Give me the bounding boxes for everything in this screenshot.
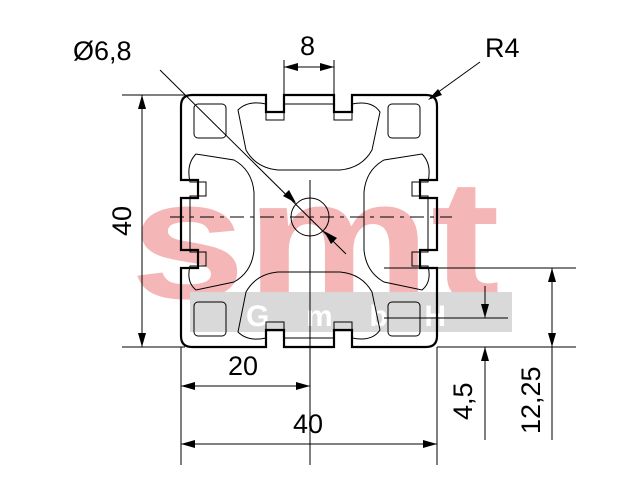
slot-width-label: 8 xyxy=(300,31,315,61)
slot-offset-arrow-bottom xyxy=(548,333,556,347)
watermark: smt G m b H xyxy=(130,145,512,335)
slot-depth-arrow-bottom xyxy=(481,347,489,361)
slot-width-arrow-left xyxy=(284,63,298,71)
bottom-slot-chamber xyxy=(237,271,381,340)
half-width-arrow-left xyxy=(181,382,195,390)
width-arrow-left xyxy=(181,440,195,448)
diameter-label: Ø6,8 xyxy=(73,36,132,66)
width-label: 40 xyxy=(293,409,323,439)
slot-offset-label: 12,25 xyxy=(516,366,546,434)
height-arrow-bottom xyxy=(138,333,146,347)
radius-arrow xyxy=(428,89,442,100)
half-width-arrow-right xyxy=(296,382,310,390)
slot-width-arrow-right xyxy=(320,63,334,71)
corner-cavity-top-left xyxy=(193,103,227,139)
top-slot-chamber xyxy=(237,102,381,171)
radius-label: R4 xyxy=(485,33,520,63)
width-arrow-right xyxy=(423,440,437,448)
corner-cavity-top-right xyxy=(387,103,421,139)
watermark-band xyxy=(190,292,512,332)
corner-cavity-bottom-right xyxy=(387,301,421,337)
profile-section xyxy=(170,93,452,465)
diameter-leader xyxy=(159,69,347,255)
slot-depth-arrow-top xyxy=(481,304,489,318)
height-label: 40 xyxy=(107,206,137,236)
corner-cavity-bottom-left xyxy=(193,301,227,337)
left-slot-chamber xyxy=(188,153,255,291)
right-slot-chamber xyxy=(363,153,430,291)
half-width-label: 20 xyxy=(228,351,258,381)
slot-depth-label: 4,5 xyxy=(448,382,478,420)
slot-offset-arrow-top xyxy=(548,268,556,282)
diameter-arrow-bottom xyxy=(324,231,337,244)
diameter-arrow-top xyxy=(283,190,296,203)
height-arrow-top xyxy=(138,95,146,109)
dimensions: Ø6,8 8 R4 40 20 40 xyxy=(73,31,576,465)
